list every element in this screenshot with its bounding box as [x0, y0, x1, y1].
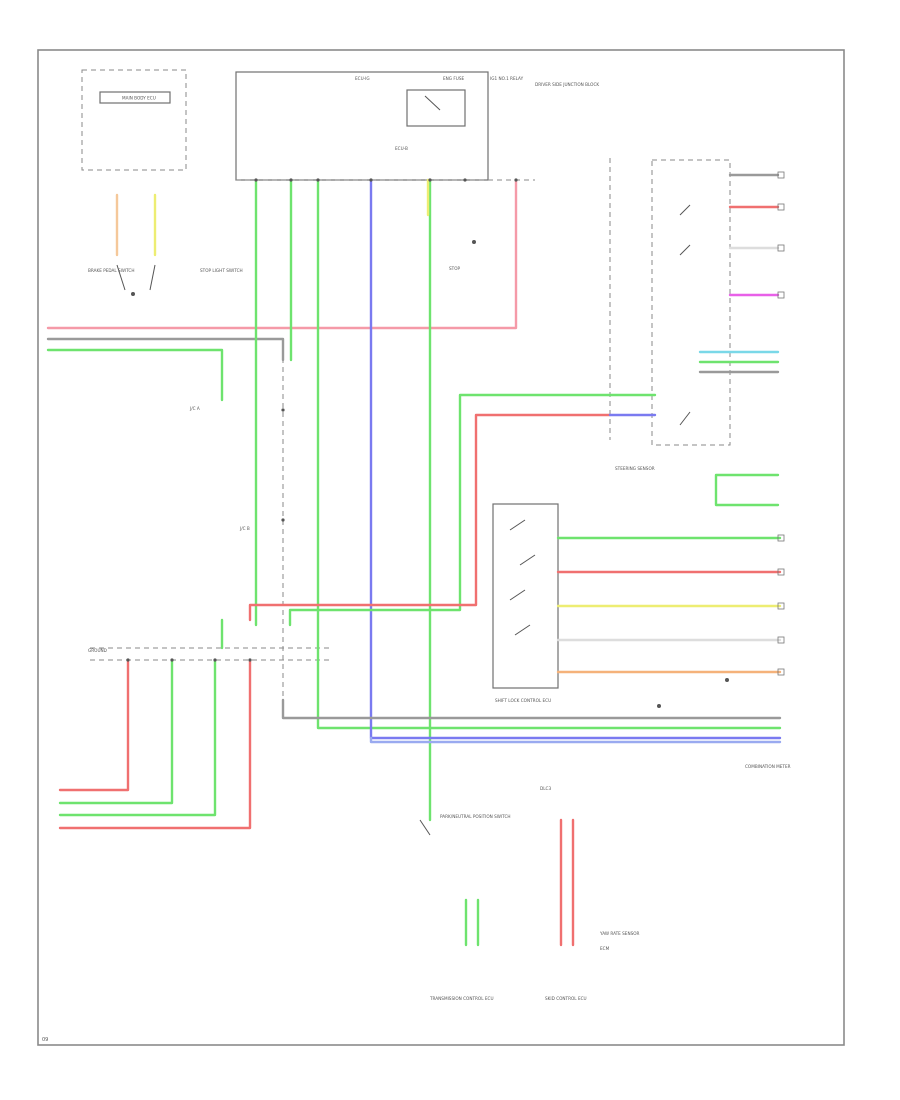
steering-sensor-label: STEERING SENSOR — [615, 466, 655, 471]
connector-pins — [126, 178, 518, 662]
ecu-b-label: ECU-B — [395, 146, 408, 151]
stop-fuse-label: STOP — [449, 266, 461, 271]
wire-red-bl — [58, 658, 130, 792]
wire-red-bl2 — [58, 658, 252, 830]
eng-fuse-label: ENG FUSE — [443, 76, 464, 81]
ground-label: GROUND — [88, 648, 107, 653]
abs-ecu-label: SKID CONTROL ECU — [545, 996, 587, 1001]
wire-blue-long — [369, 178, 782, 740]
park-switch-label: PARK/NEUTRAL POSITION SWITCH — [440, 814, 511, 819]
wire-green-v3 — [316, 178, 782, 730]
cluster-label: COMBINATION METER — [745, 764, 791, 769]
yaw-sensor-label: YAW RATE SENSOR — [599, 931, 640, 936]
main-body-label: MAIN BODY ECU — [122, 96, 156, 101]
shift-lock-label: SHIFT LOCK CONTROL ECU — [495, 698, 551, 703]
switch-symbols — [116, 95, 691, 836]
trans-ecu-label: TRANSMISSION CONTROL ECU — [429, 996, 494, 1001]
joint-b-label: J/C B — [239, 526, 250, 531]
wire-green-steering — [288, 393, 657, 627]
wire-green-bl2 — [58, 658, 217, 817]
steering-sensor-box — [651, 159, 731, 446]
main-body-box — [81, 69, 187, 171]
diagram-frame — [37, 49, 845, 1046]
wire-pink-top — [46, 178, 518, 330]
ecu-ig-label: ECU-IG — [355, 76, 370, 81]
junction-block-label: DRIVER SIDE JUNCTION BLOCK — [535, 82, 599, 87]
wire-green-branch — [46, 348, 224, 402]
ecm-label: ECM — [600, 946, 610, 951]
wire-gray-bus — [281, 698, 782, 720]
wire-green-loop — [714, 473, 780, 507]
wire-ltblue-bus — [369, 736, 782, 744]
main-body-label-box — [99, 91, 171, 104]
dlc-label: DLC3 — [540, 786, 551, 791]
joint-a-label: J/C A — [189, 406, 200, 411]
pedal-switch-label: BRAKE PEDAL SWITCH — [88, 268, 134, 273]
brake-switch-label: STOP LIGHT SWITCH — [200, 268, 243, 273]
terminal-marks — [777, 171, 785, 676]
shift-lock-box — [492, 503, 559, 689]
wire-gray-top — [46, 337, 285, 362]
diagram-ref: 09 — [42, 1037, 48, 1043]
ign-relay-label: IG1 NO.1 RELAY — [490, 76, 524, 81]
ground-symbols — [131, 240, 729, 708]
wire-red-steering — [248, 413, 612, 622]
wire-green-bl1 — [58, 658, 174, 805]
relay-box — [406, 89, 466, 127]
